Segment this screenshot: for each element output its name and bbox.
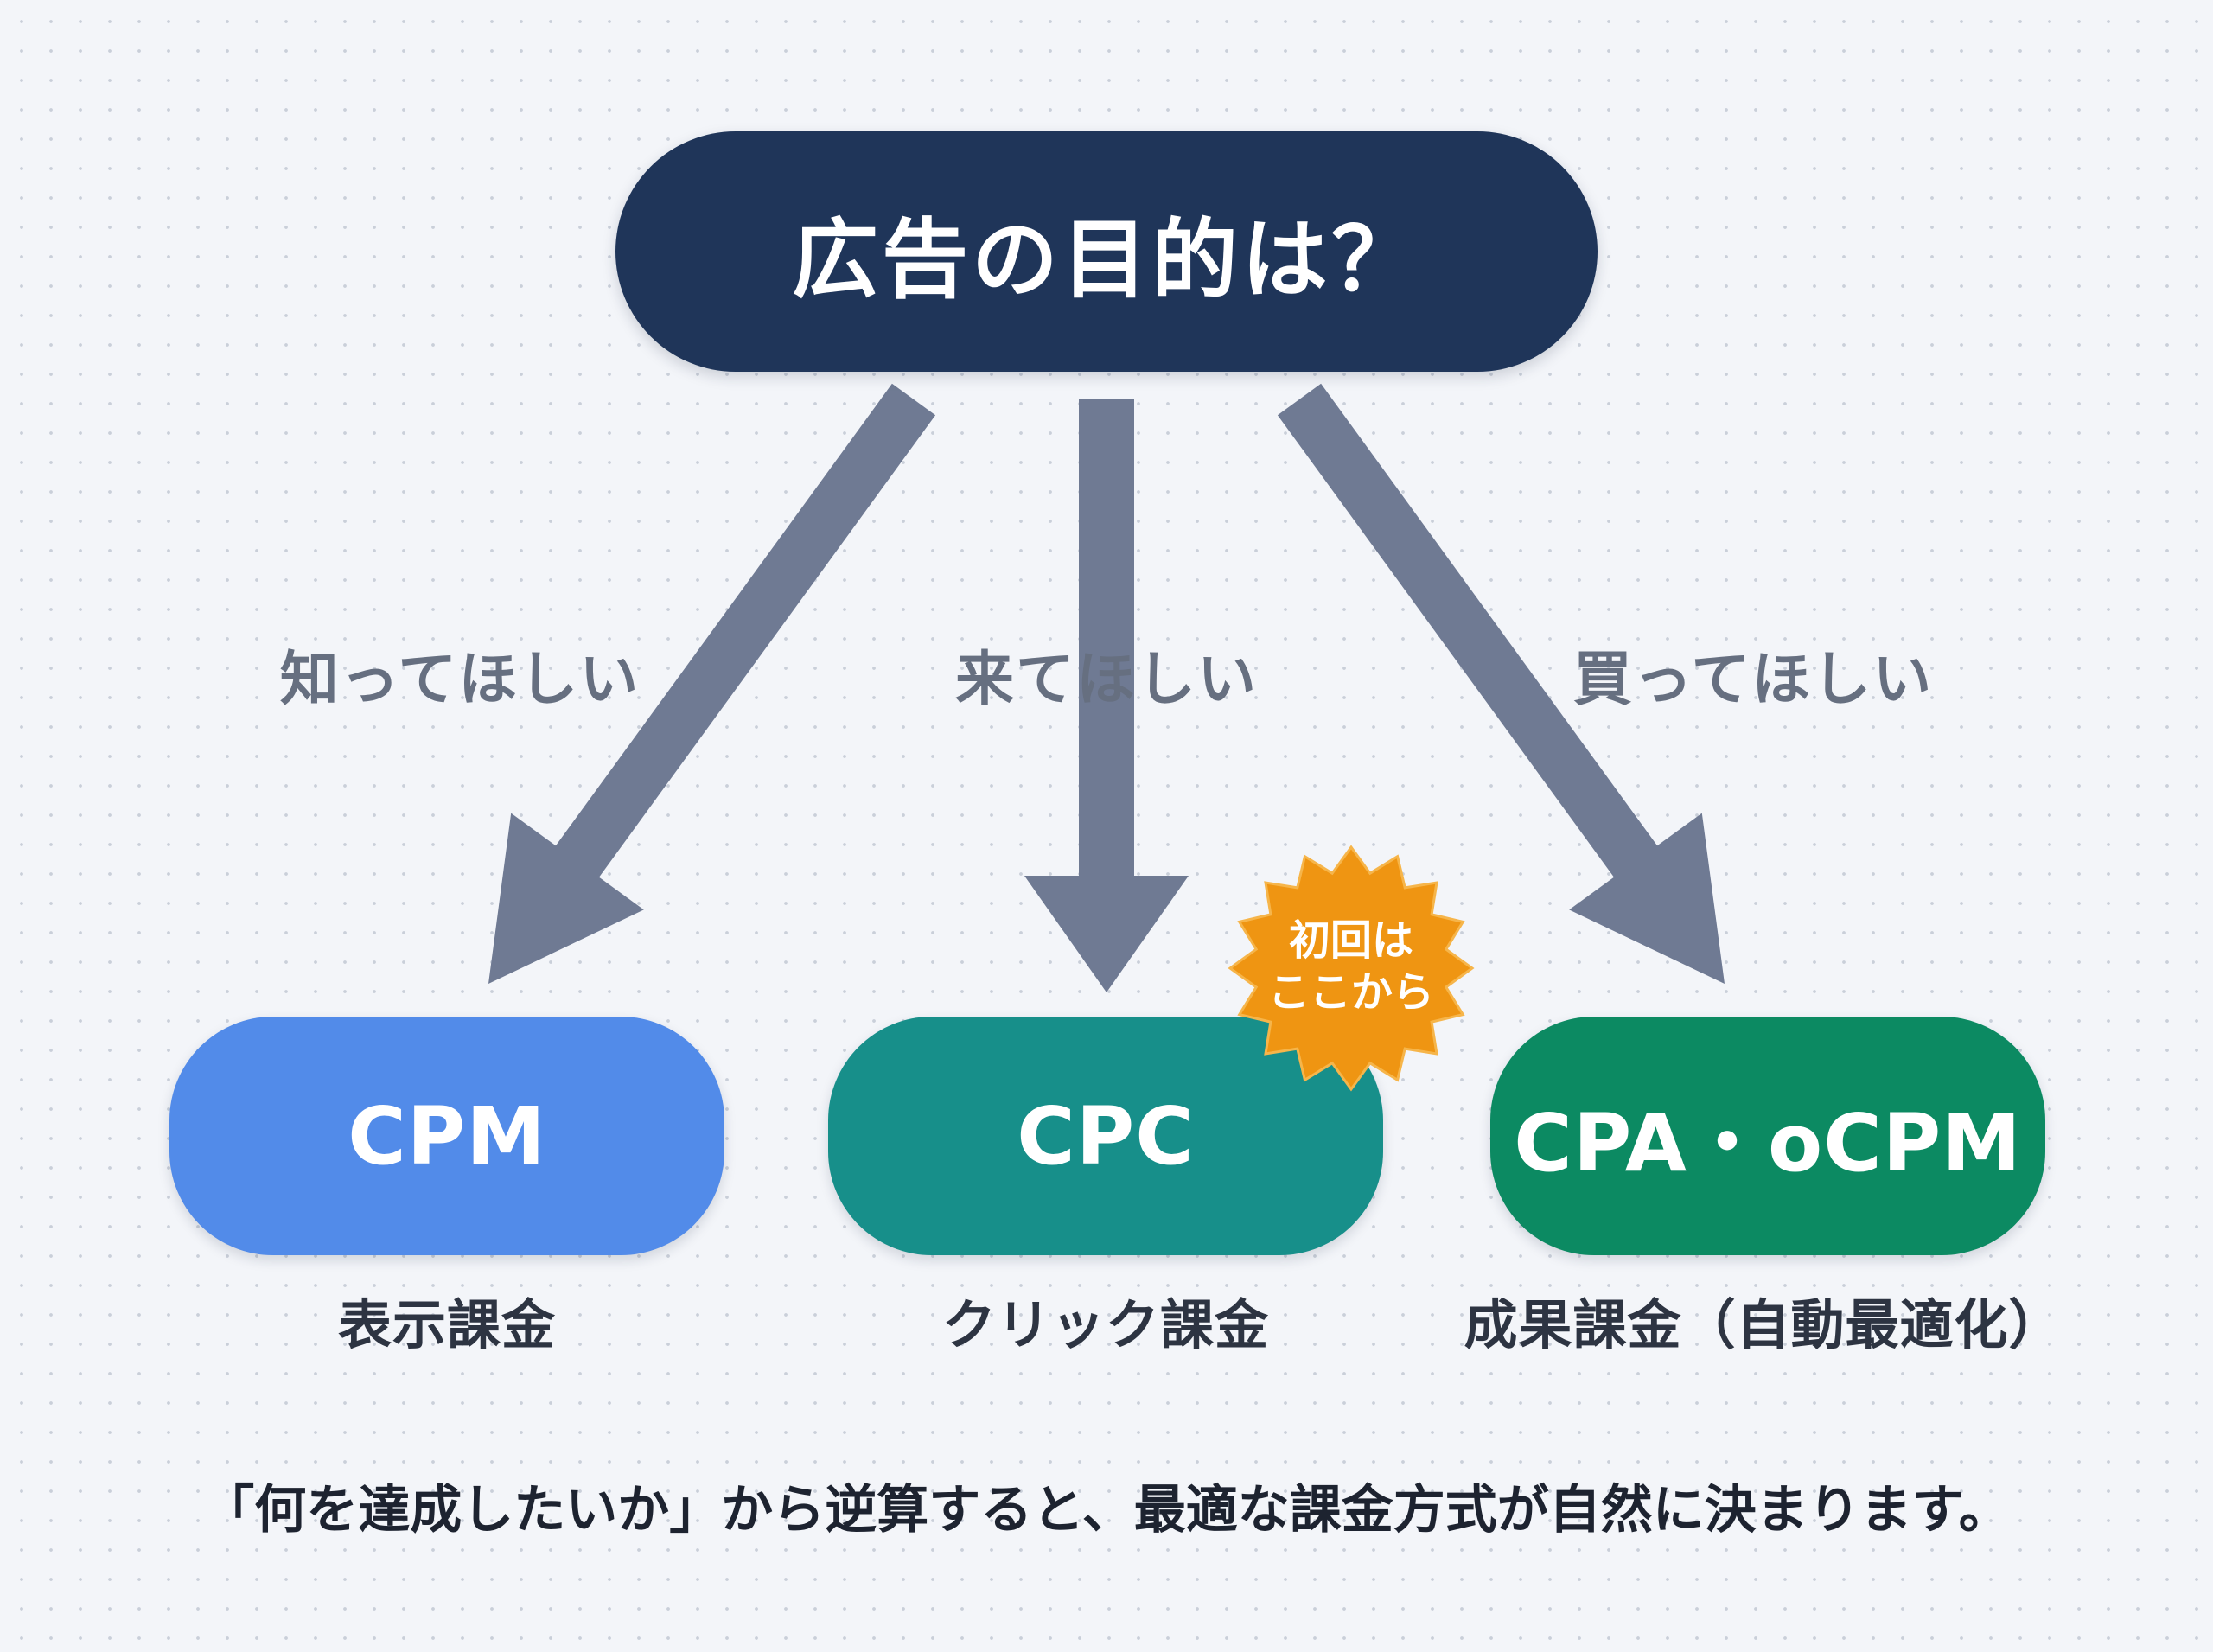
starburst-shape (1228, 845, 1475, 1092)
billing-label-cpa: 成果課金（自動最適化） (1464, 1293, 2063, 1356)
footer-note: 「何を達成したいか」から逆算すると、最適な課金方式が自然に決まります。 (202, 1480, 2011, 1540)
method-node-cpa: CPA・oCPM (1490, 1017, 2045, 1255)
billing-label-cpm: 表示課金 (337, 1293, 557, 1356)
method-name-cpm: CPM (348, 1089, 546, 1183)
arrow-to-cpc (1024, 399, 1189, 992)
billing-label-cpc: クリック課金 (941, 1293, 1270, 1356)
goal-label-awareness: 知ってほしい (279, 646, 641, 714)
goal-label-purchase: 買ってほしい (1572, 646, 1934, 714)
goal-label-visit: 来てほしい (954, 646, 1259, 714)
badge-text-line2: ここから (1267, 968, 1434, 1017)
question-node: 広告の目的は？ (615, 131, 1598, 372)
arrow-to-cpm (488, 383, 936, 984)
starburst-badge-icon (1228, 845, 1475, 1092)
method-node-cpm: CPM (169, 1017, 724, 1255)
question-text: 広告の目的は？ (792, 208, 1421, 310)
badge-text-line1: 初回は (1288, 916, 1413, 965)
first-time-badge: 初回は ここから (1221, 839, 1481, 1098)
method-name-cpc: CPC (1017, 1089, 1195, 1183)
method-name-cpa: CPA・oCPM (1514, 1096, 2022, 1190)
method-node-cpc: CPC (828, 1017, 1383, 1255)
arrow-to-cpa (1277, 383, 1725, 984)
